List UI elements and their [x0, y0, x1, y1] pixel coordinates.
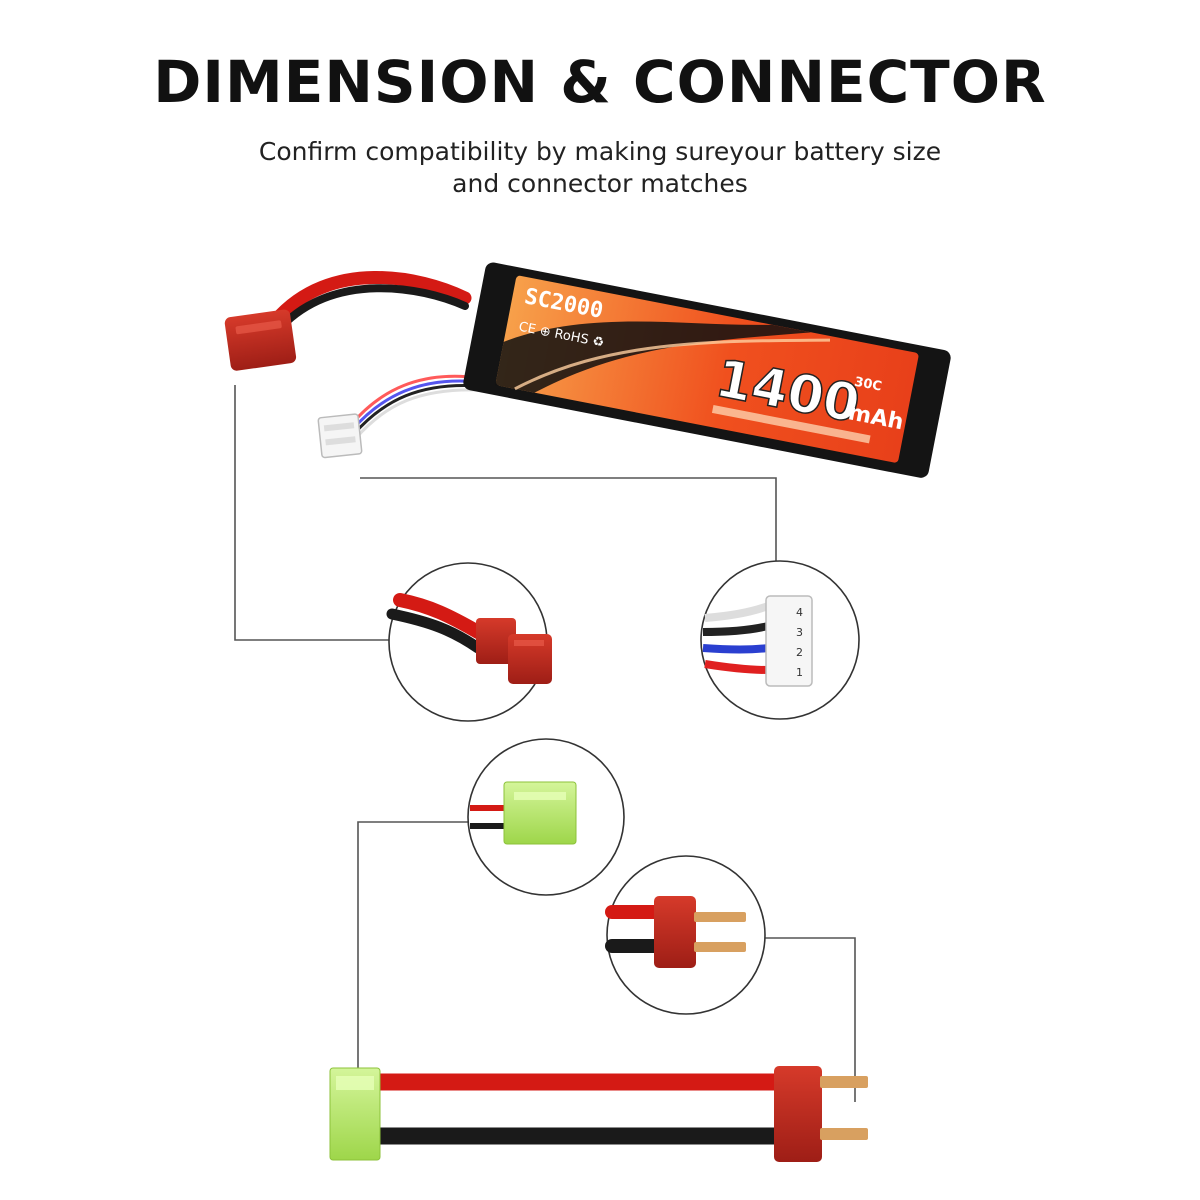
- t-plug-leader-line: [762, 937, 856, 1102]
- t-plug-closeup-circle: [605, 855, 766, 1015]
- subtitle-line-2: and connector matches: [452, 169, 748, 198]
- balance-pin-label-3: 3: [796, 626, 803, 639]
- balance-closeup-circle: 4 3 2 1: [700, 560, 860, 720]
- deans-closeup-circle: [386, 562, 552, 722]
- leader-lines: [234, 385, 856, 1102]
- deans-leader-line: [234, 385, 392, 641]
- subtitle-line-1: Confirm compatibility by making sureyour…: [258, 137, 942, 166]
- battery-rate: 30C: [853, 375, 883, 395]
- tamiya-leader-line: [357, 821, 470, 1068]
- battery-balance-plug: [317, 413, 363, 459]
- balance-pin-label-2: 2: [796, 646, 803, 659]
- battery-black-wire: [278, 284, 469, 330]
- adapter-cable: [329, 1066, 868, 1162]
- balance-wire-bundle: [348, 374, 481, 427]
- adapter-tamiya-connector: [329, 1067, 381, 1161]
- balance-pin-label-1: 1: [796, 666, 803, 679]
- page-title: DIMENSION & CONNECTOR: [153, 48, 1047, 116]
- page-subtitle: Confirm compatibility by making sureyour…: [0, 136, 1200, 200]
- balance-leader-line: [360, 477, 777, 568]
- battery-red-wire: [269, 271, 472, 327]
- adapter-t-plug-connector: [774, 1066, 822, 1162]
- battery-deans-connector: [224, 309, 297, 371]
- tamiya-closeup-circle: [467, 738, 625, 896]
- balance-pin-label-4: 4: [796, 606, 803, 619]
- battery-pack: SC2000 CE ⊕ RoHS ♻ 1400 30C mAh: [224, 262, 951, 478]
